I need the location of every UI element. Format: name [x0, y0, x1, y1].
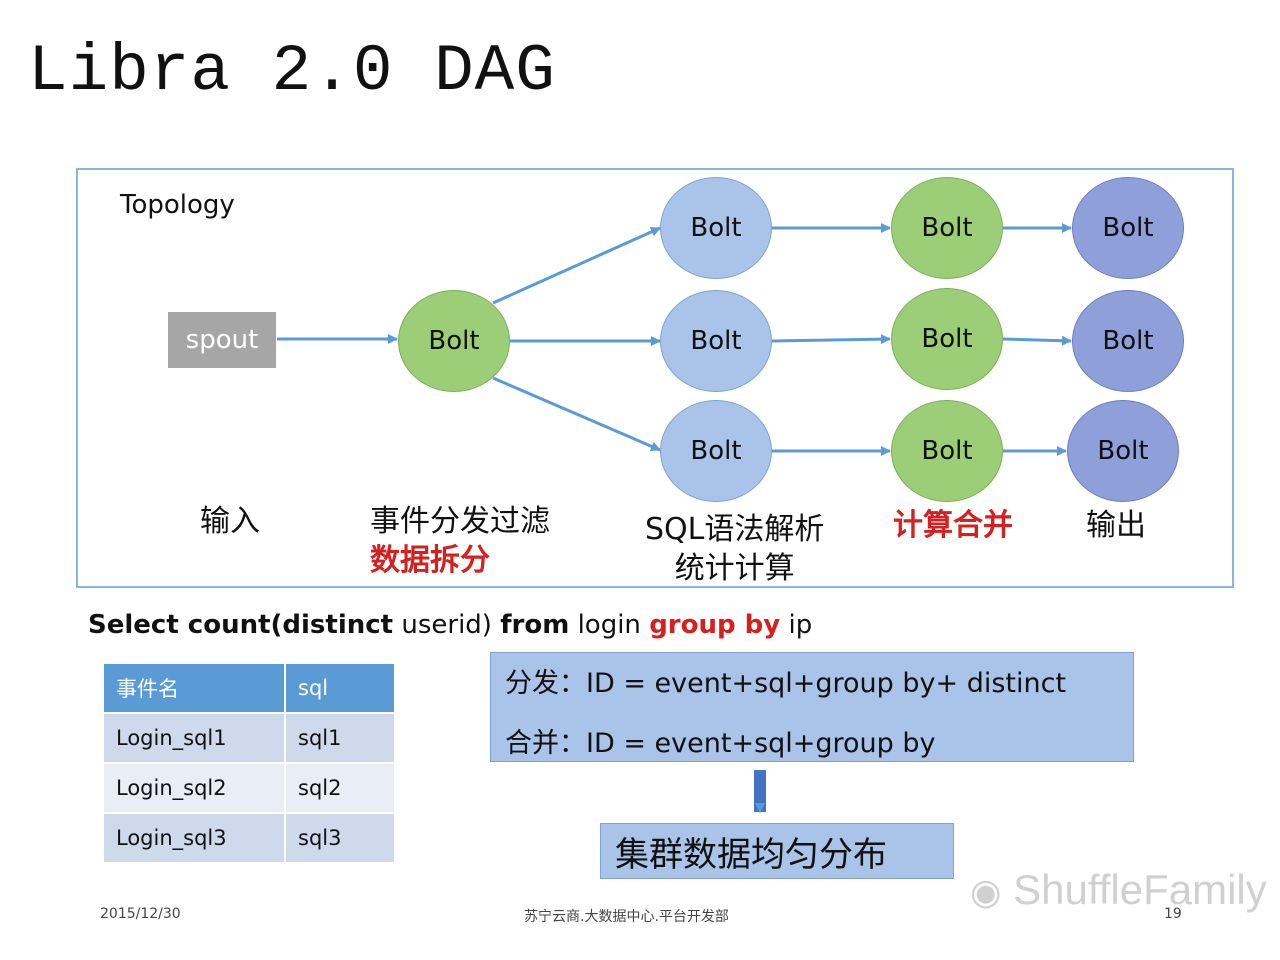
stage-merge-caption: 计算合并 — [893, 508, 1013, 543]
footer-org: 苏宁云商.大数据中心.平台开发部 — [524, 909, 729, 925]
table-cell: sql2 — [286, 764, 394, 812]
query-part6: ip — [780, 610, 813, 640]
table-header-event: 事件名 — [104, 664, 284, 712]
spout-node: spout — [168, 312, 276, 368]
id-rule-box: 分发：ID = event+sql+group by+ distinct 合并：… — [490, 652, 1134, 762]
bolt-output-1: Bolt — [1072, 177, 1184, 279]
edge-r2-c2c3 — [771, 334, 891, 345]
event-table: 事件名 sql Login_sql1 sql1 Login_sql2 sql2 … — [102, 662, 396, 864]
bolt-sql-2: Bolt — [660, 290, 772, 392]
table-header-row: 事件名 sql — [104, 664, 394, 712]
query-part4: login — [569, 610, 650, 640]
footer-date: 2015/12/30 — [100, 906, 181, 922]
table-row: Login_sql3 sql3 — [104, 814, 394, 862]
query-part2: userid) — [393, 610, 501, 640]
bolt-sql-3: Bolt — [660, 400, 772, 502]
table-cell: Login_sql2 — [104, 764, 284, 812]
table-row: Login_sql1 sql1 — [104, 714, 394, 762]
stage-input-caption: 输入 — [200, 504, 260, 539]
table-cell: sql1 — [286, 714, 394, 762]
slide-title: Libra 2.0 DAG — [28, 34, 556, 109]
edge-bolt-bottom — [492, 376, 661, 452]
query-part1: Select count(distinct — [88, 610, 394, 640]
stage-output-caption: 输出 — [1086, 508, 1146, 543]
bolt-merge-3: Bolt — [891, 400, 1003, 502]
stage-dispatch-line2: 数据拆分 — [370, 543, 490, 578]
edge-r2-c3c4 — [1002, 335, 1072, 346]
stage-sql-line2: 统计计算 — [674, 551, 795, 586]
query-part3: from — [500, 610, 570, 640]
stage-sql-caption: SQL语法解析 统计计算 — [645, 510, 824, 588]
topology-label: Topology — [120, 190, 235, 220]
table-row: Login_sql2 sql2 — [104, 764, 394, 812]
sql-query: Select count(distinct userid) from login… — [88, 610, 812, 640]
id-rule-merge: 合并：ID = event+sql+group by — [505, 728, 936, 759]
cluster-distribution-box: 集群数据均匀分布 — [600, 823, 954, 879]
topology-frame — [76, 168, 1234, 588]
id-rule-dispatch: 分发：ID = event+sql+group by+ distinct — [505, 668, 1067, 699]
table-cell: Login_sql1 — [104, 714, 284, 762]
bolt-sql-1: Bolt — [660, 177, 772, 279]
bolt-merge-2: Bolt — [891, 288, 1003, 390]
table-header-sql: sql — [286, 664, 394, 712]
wechat-icon: ◉ — [970, 871, 1002, 912]
table-cell: sql3 — [286, 814, 394, 862]
bolt-merge-1: Bolt — [891, 177, 1003, 279]
bolt-output-3: Bolt — [1067, 400, 1179, 502]
bolt-output-2: Bolt — [1072, 290, 1184, 392]
stage-dispatch-caption: 事件分发过滤 数据拆分 — [370, 502, 550, 580]
table-cell: Login_sql3 — [104, 814, 284, 862]
bolt-dispatch: Bolt — [398, 290, 510, 392]
query-part5: group by — [649, 610, 781, 640]
stage-dispatch-line1: 事件分发过滤 — [370, 504, 550, 539]
footer-page-number: 19 — [1164, 906, 1182, 922]
watermark: ◉ ShuffleFamily — [970, 866, 1267, 914]
edge-bolt-top — [492, 226, 661, 305]
stage-sql-line1: SQL语法解析 — [645, 512, 825, 547]
watermark-text: ShuffleFamily — [1013, 866, 1267, 913]
